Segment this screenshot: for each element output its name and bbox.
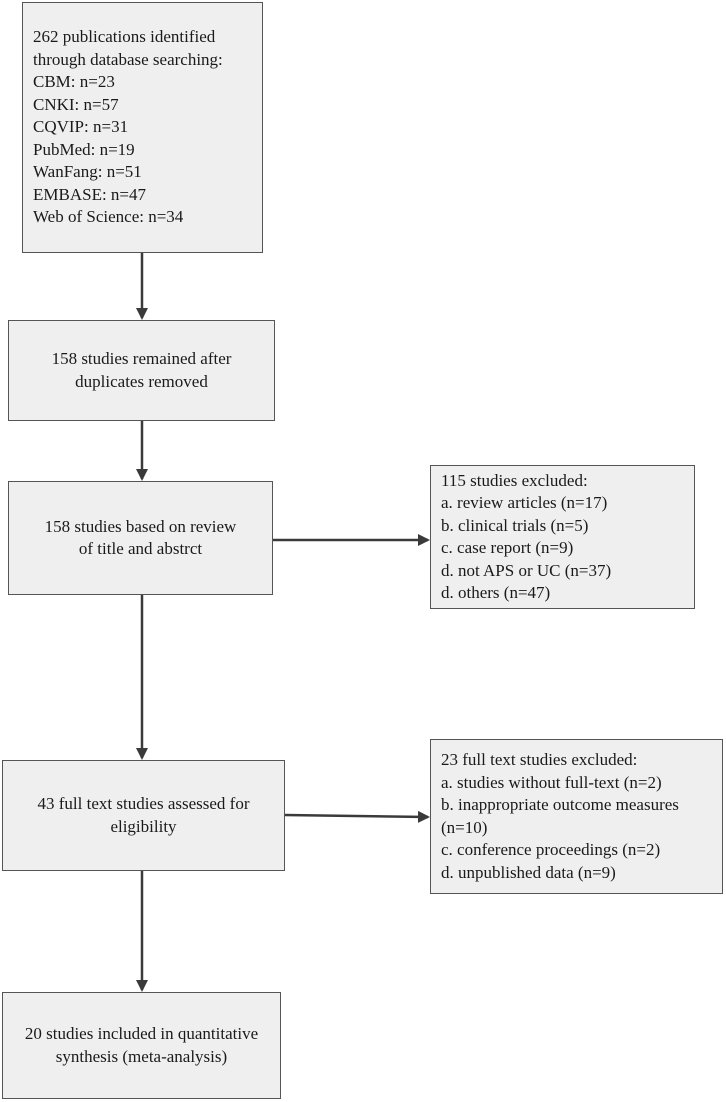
excluded-screening-line: a. review articles (n=17) <box>441 493 608 512</box>
screening-box: 158 studies based on review of title and… <box>8 481 273 595</box>
excluded-fulltext-line: d. unpublished data (n=9) <box>441 862 616 882</box>
eligibility-line: 43 full text studies assessed for <box>37 794 250 813</box>
screening-line: of title and abstrct <box>78 539 203 558</box>
arrow-eligibility-to-excluded <box>284 810 430 823</box>
identified-line: CBM: n=23 <box>33 72 115 92</box>
excluded-fulltext-line: 23 full text studies excluded: <box>441 750 638 769</box>
excluded-screening-line: d. not APS or UC (n=37) <box>441 560 612 580</box>
duplicates-removed-line: 158 studies remained after <box>51 349 232 368</box>
identified-line: 262 publications identified <box>33 27 216 47</box>
excluded-screening-line: c. case report (n=9) <box>441 538 574 557</box>
identified-line: through database searching: <box>33 49 223 69</box>
excluded-fulltext-line: a. studies without full-text (n=2) <box>441 772 662 792</box>
eligibility-line: eligibility <box>110 816 177 836</box>
duplicates-removed-box: 158 studies remained after duplicates re… <box>8 320 275 421</box>
included-box: 20 studies included in quantitative synt… <box>2 992 281 1099</box>
identified-line: CQVIP: n=31 <box>33 117 129 137</box>
identified-line: CNKI: n=57 <box>33 94 119 114</box>
duplicates-removed-line: duplicates removed <box>75 371 208 391</box>
excluded-screening-line: d. others (n=47) <box>441 583 551 602</box>
excluded-screening-line: 115 studies excluded: <box>441 470 588 490</box>
included-line: 20 studies included in quantitative <box>24 1024 259 1043</box>
excluded-screening-line: b. clinical trials (n=5) <box>441 515 589 535</box>
excluded-screening-box: 115 studies excluded: a. review articles… <box>430 465 695 609</box>
included-line: synthesis (meta-analysis) <box>55 1046 228 1066</box>
identified-line: PubMed: n=19 <box>33 139 135 159</box>
identified-box: 262 publications identified through data… <box>22 2 263 253</box>
excluded-fulltext-box: 23 full text studies excluded: a. studie… <box>430 739 723 894</box>
screening-line: 158 studies based on review <box>44 516 237 536</box>
excluded-fulltext-line: c. conference proceedings (n=2) <box>441 840 661 859</box>
excluded-fulltext-line: b. inappropriate outcome measures <box>441 795 679 814</box>
identified-line: Web of Science: n=34 <box>33 207 184 227</box>
identified-line: EMBASE: n=47 <box>33 184 147 204</box>
eligibility-box: 43 full text studies assessed for eligib… <box>2 760 285 871</box>
excluded-fulltext-line: (n=10) <box>441 817 488 837</box>
identified-line: WanFang: n=51 <box>33 162 142 182</box>
